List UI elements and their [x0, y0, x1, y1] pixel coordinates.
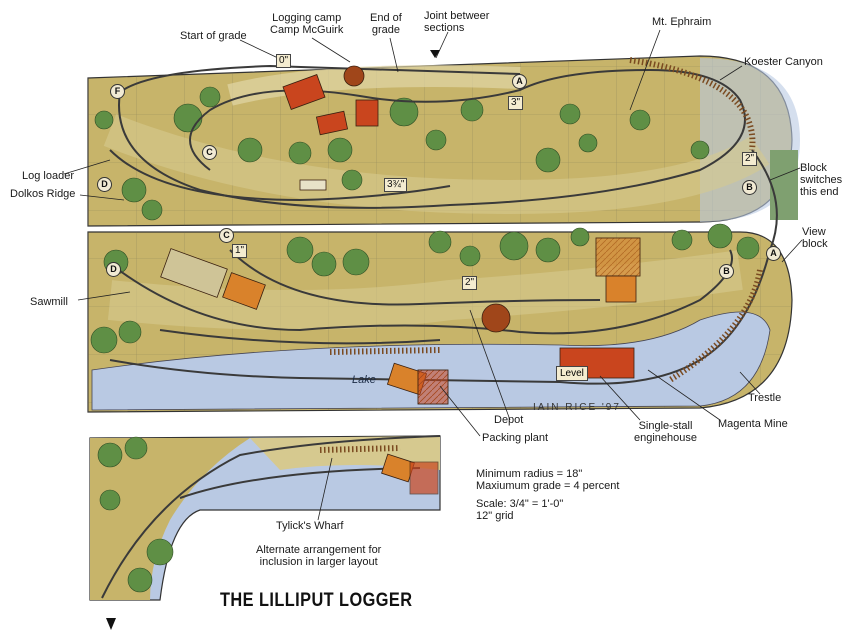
- block-marker-d-upper: D: [97, 177, 112, 192]
- label-magenta-mine: Magenta Mine: [718, 418, 788, 430]
- label-trestle: Trestle: [748, 392, 782, 404]
- label-line: sections: [424, 22, 465, 34]
- block-marker-f: F: [110, 84, 125, 99]
- label-line: Logging camp: [272, 12, 342, 24]
- label-koester-canyon: Koester Canyon: [744, 56, 823, 68]
- note-max-grade: Maxiumum grade = 4 percent: [476, 480, 620, 492]
- block-marker-a-upper: A: [512, 74, 527, 89]
- buildings: [160, 65, 641, 495]
- label-joint-between-sections: Joint betweer sections: [424, 10, 489, 34]
- label-log-loader: Log loader: [22, 170, 74, 182]
- label-dolkos-ridge: Dolkos Ridge: [10, 188, 76, 200]
- label-line: enginehouse: [634, 432, 698, 444]
- diagram-title: THE LILLIPUT LOGGER: [220, 590, 413, 611]
- label-line: grade: [371, 24, 400, 36]
- track-plan: [101, 64, 778, 599]
- label-line: Block: [800, 162, 827, 174]
- label-mt-ephraim: Mt. Ephraim: [652, 16, 712, 28]
- joint-arrow-marker: [430, 50, 440, 58]
- note-grid: 12" grid: [476, 510, 514, 522]
- block-marker-a-lower: A: [766, 246, 781, 261]
- label-line: block: [802, 238, 828, 250]
- label-depot: Depot: [494, 414, 524, 426]
- label-lake: Lake: [352, 374, 376, 386]
- label-line: Alternate arrangement for: [256, 544, 382, 556]
- label-end-of-grade: End of grade: [370, 12, 402, 36]
- label-enginehouse: Single-stall enginehouse: [634, 420, 697, 444]
- label-sawmill: Sawmill: [30, 296, 68, 308]
- label-block-switches: Block switches this end: [800, 162, 842, 198]
- label-logging-camp: Logging camp Camp McGuirk: [270, 12, 343, 36]
- block-marker-b-lower: B: [719, 264, 734, 279]
- leader-lines: [63, 29, 803, 521]
- label-start-of-grade: Start of grade: [180, 30, 247, 42]
- block-marker-c-lower: C: [219, 228, 234, 243]
- grade-marker-2-lower: 2": [462, 276, 478, 290]
- label-line: Camp McGuirk: [270, 24, 344, 36]
- label-view-block: View block: [802, 226, 828, 250]
- upper-section: [87, 55, 800, 227]
- continuation-arrow: [106, 618, 116, 630]
- label-line: Single-stall: [638, 420, 693, 432]
- label-line: inclusion in larger layout: [259, 556, 378, 568]
- label-line: this end: [800, 186, 839, 198]
- label-packing-plant: Packing plant: [482, 432, 549, 444]
- note-scale: Scale: 3/4" = 1'-0": [476, 498, 564, 510]
- grade-marker-0: 0": [276, 54, 292, 68]
- label-line: Joint betweer: [424, 10, 490, 22]
- label-tylicks-wharf: Tylick's Wharf: [276, 520, 344, 532]
- grade-marker-2-upper: 2": [742, 152, 758, 166]
- note-min-radius: Minimum radius = 18": [476, 468, 583, 480]
- level-marker: Level: [556, 366, 588, 381]
- label-line: View: [802, 226, 826, 238]
- grade-marker-1: 1": [232, 244, 248, 258]
- specs-notes: Minimum radius = 18" Maxiumum grade = 4 …: [476, 468, 619, 522]
- label-line: switches: [800, 174, 843, 186]
- grade-marker-3-3-4: 3¾": [384, 178, 408, 192]
- label-alternate-arrangement: Alternate arrangement for inclusion in l…: [256, 544, 381, 568]
- block-marker-c-upper: C: [202, 145, 217, 160]
- block-marker-b-upper: B: [742, 180, 757, 195]
- block-marker-d-lower: D: [106, 262, 121, 277]
- trestle-ties: [319, 57, 763, 453]
- label-line: End of: [370, 12, 402, 24]
- grade-marker-3: 3": [508, 96, 524, 110]
- artist-signature: IAIN RICE '97: [533, 402, 621, 413]
